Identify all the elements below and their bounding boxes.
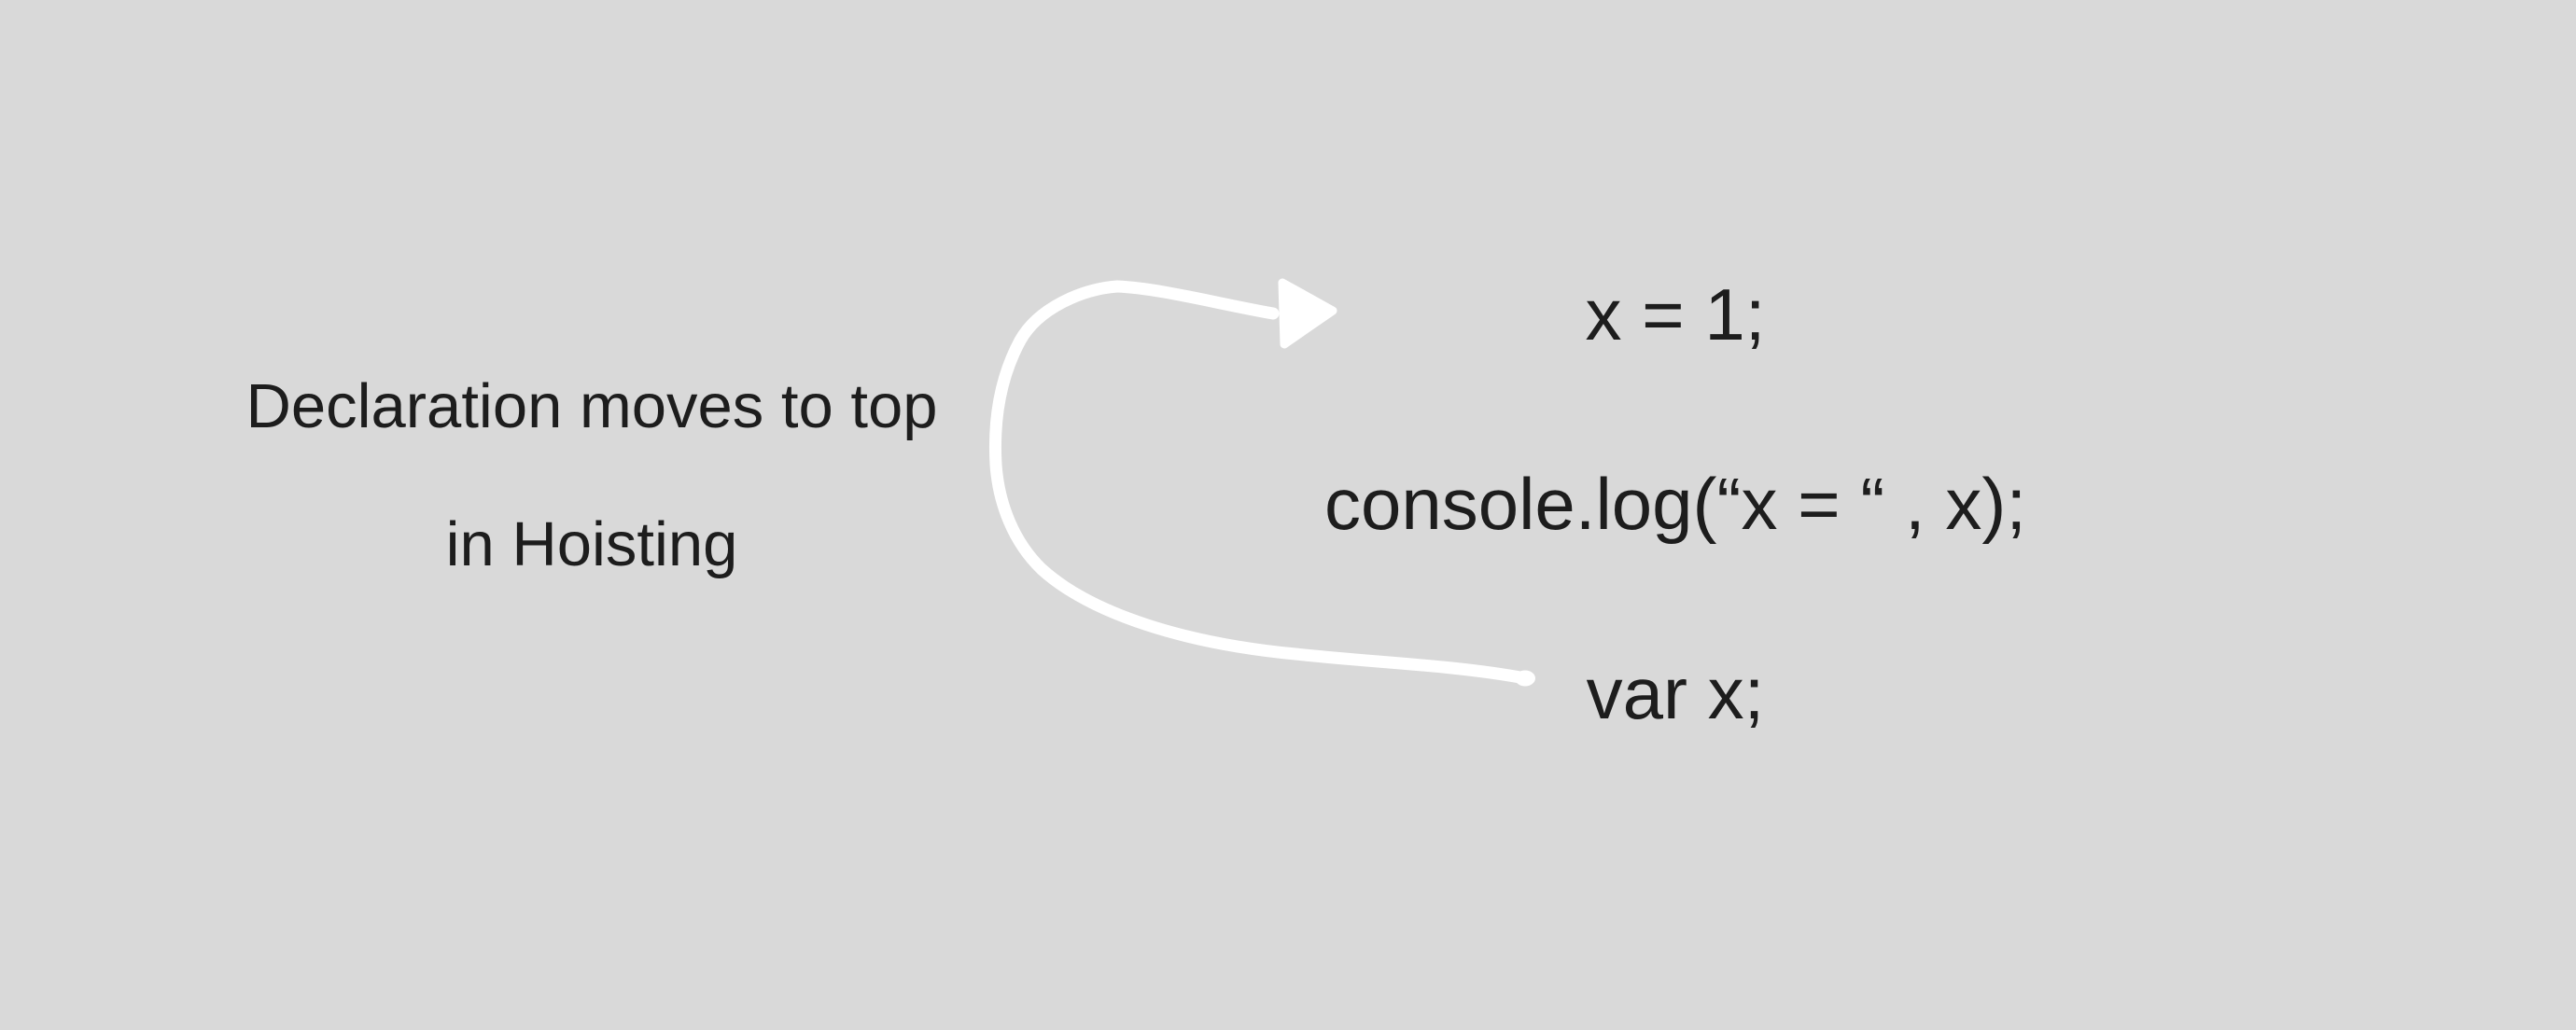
- annotation-line-2: in Hoisting: [445, 509, 738, 579]
- hoisting-annotation: Declaration moves to top in Hoisting: [172, 338, 1012, 614]
- code-snippet: x = 1; console.log(“x = “ , x); var x;: [1246, 220, 2105, 788]
- arrow-head: [1278, 278, 1337, 349]
- code-line-var-declaration: var x;: [1586, 652, 1765, 734]
- annotation-line-1: Declaration moves to top: [245, 371, 938, 441]
- arrow-tail-blob: [1515, 670, 1535, 687]
- arrow-curve: [988, 280, 1532, 685]
- code-line-assignment: x = 1;: [1585, 273, 1766, 355]
- code-line-console-log: console.log(“x = “ , x);: [1323, 463, 2027, 545]
